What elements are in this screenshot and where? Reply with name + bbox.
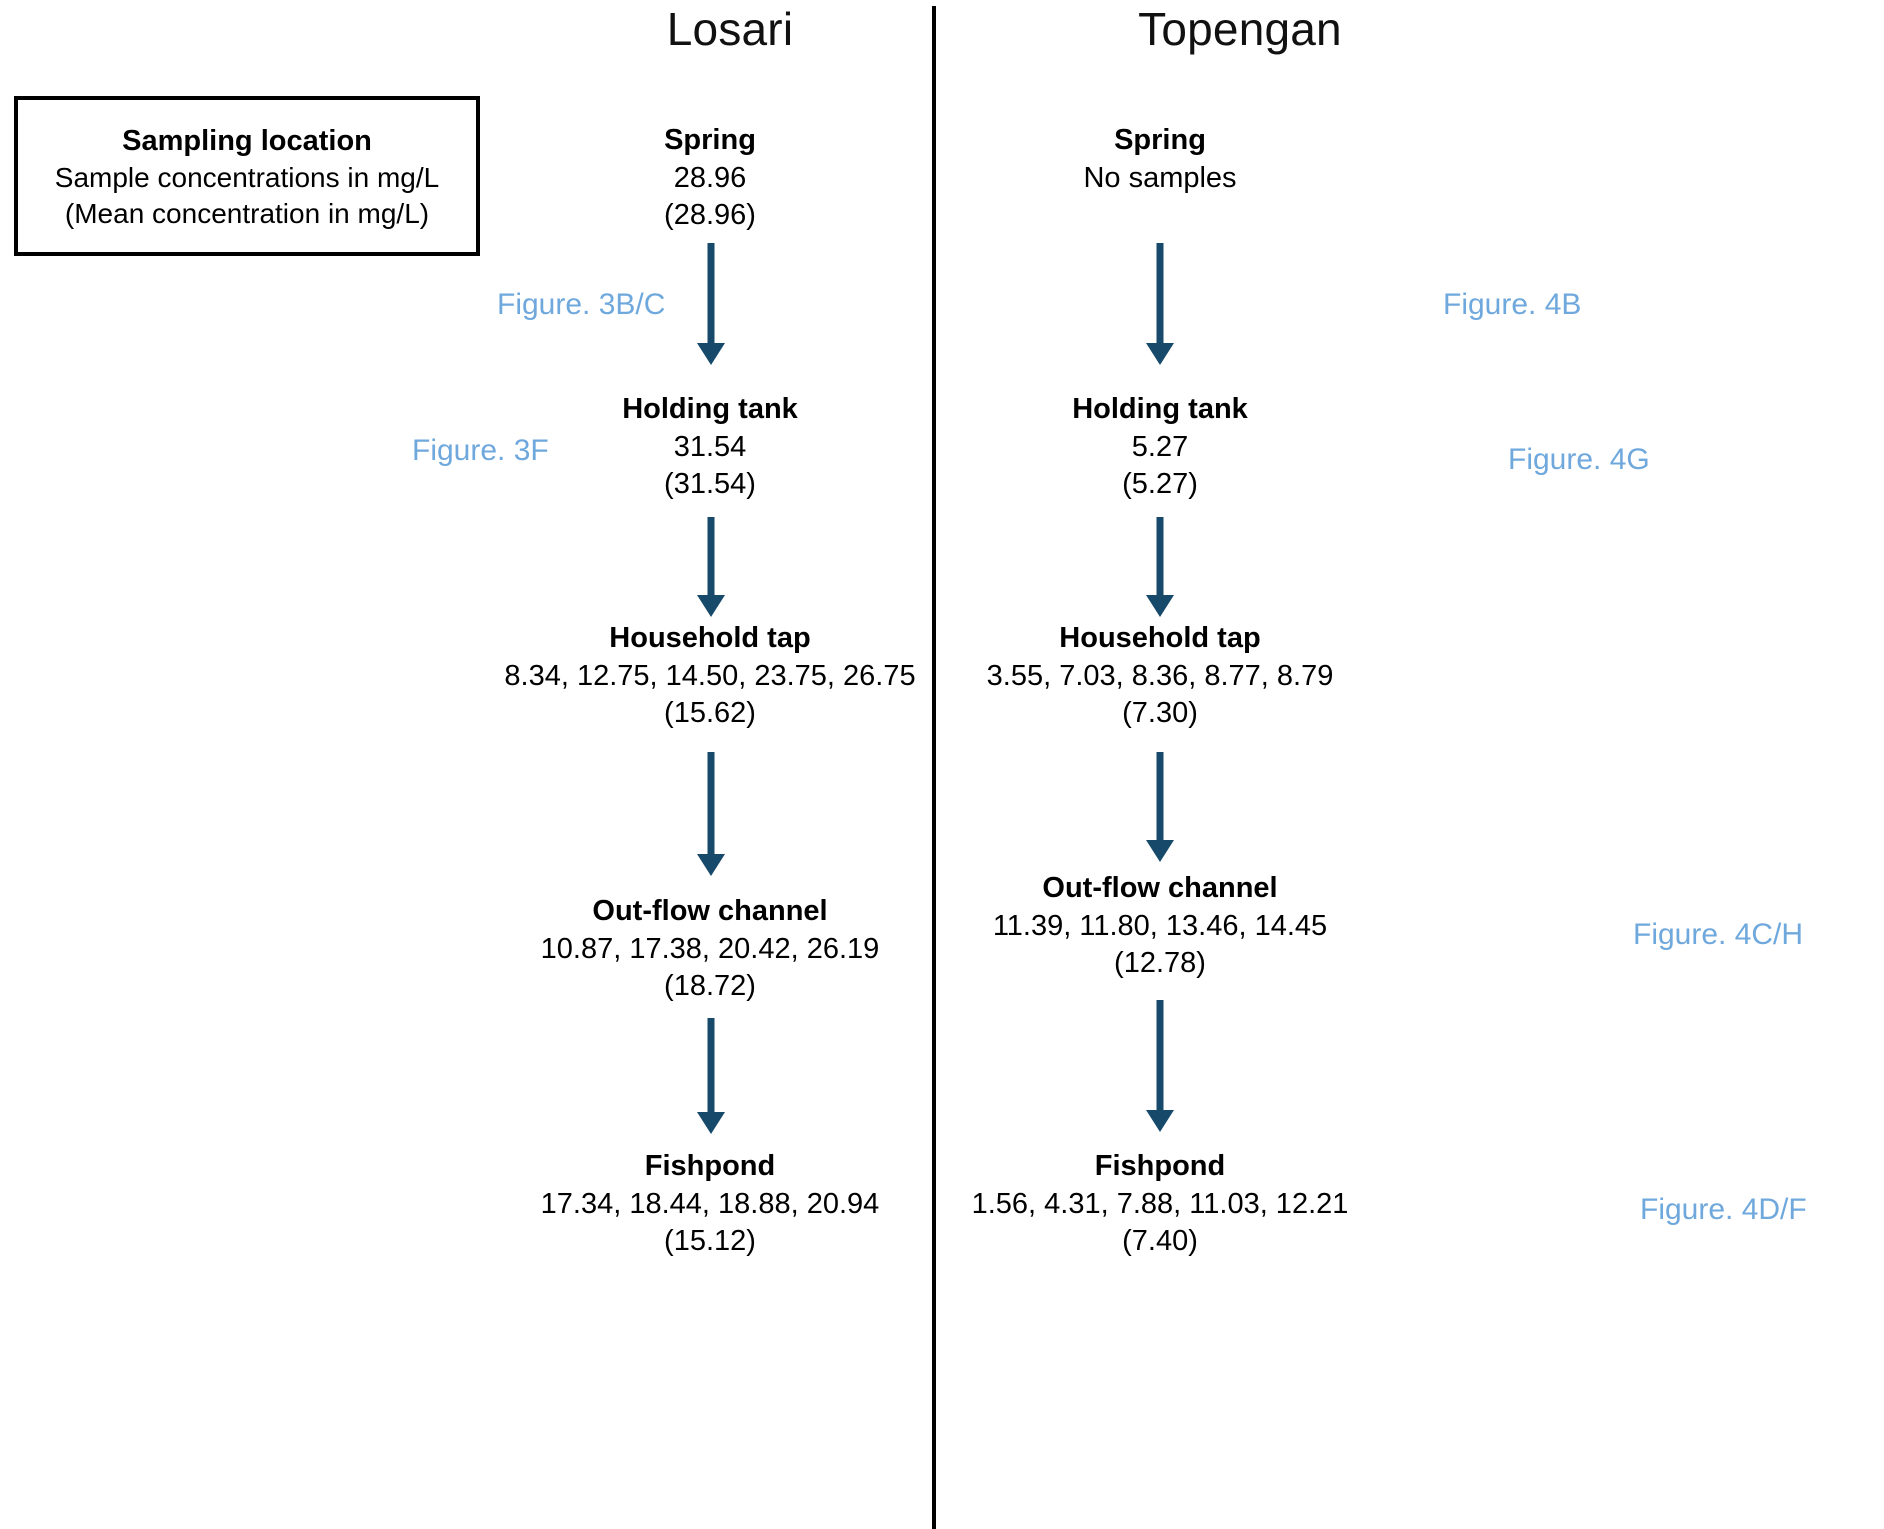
node-losari-spring: Spring 28.96 (28.96) [500,122,920,235]
figure-label-topengan-4ch: Figure. 4C/H [1633,918,1804,951]
node-mean: (18.72) [664,970,756,1003]
arrow-topengan-outflow-to-fishpond [1142,1000,1178,1132]
arrow-losari-holding-tank-to-household-tap [693,517,729,617]
node-title: Household tap [609,622,811,654]
node-title: Spring [1114,124,1206,156]
node-topengan-holding-tank: Holding tank 5.27 (5.27) [950,391,1370,504]
node-topengan-fishpond: Fishpond 1.56, 4.31, 7.88, 11.03, 12.21 … [925,1148,1395,1261]
figure-label-losari-3f: Figure. 3F [412,434,549,467]
arrow-topengan-household-tap-to-outflow [1142,752,1178,862]
column-header-losari: Losari [666,3,794,55]
node-title: Out-flow channel [1042,872,1278,904]
column-header-topengan: Topengan [1138,3,1342,55]
legend-box: Sampling location Sample concentrations … [14,96,480,256]
node-values: 31.54 [673,430,747,463]
node-losari-fishpond: Fishpond 17.34, 18.44, 18.88, 20.94 (15.… [440,1148,980,1261]
node-title: Household tap [1059,622,1261,654]
node-losari-holding-tank: Holding tank 31.54 (31.54) [500,391,920,504]
arrow-topengan-holding-tank-to-household-tap [1142,517,1178,617]
node-losari-household-tap: Household tap 8.34, 12.75, 14.50, 23.75,… [440,620,980,733]
figure-label-losari-3bc: Figure. 3B/C [497,288,666,321]
legend-line-2: Sample concentrations in mg/L [54,161,440,193]
node-title: Holding tank [622,393,798,425]
node-topengan-household-tap: Household tap 3.55, 7.03, 8.36, 8.77, 8.… [925,620,1395,733]
figure-label-topengan-4df: Figure. 4D/F [1640,1193,1807,1226]
node-mean: (5.27) [1122,468,1198,501]
arrow-losari-household-tap-to-outflow [693,752,729,876]
node-mean: (7.30) [1122,697,1198,730]
node-values: 8.34, 12.75, 14.50, 23.75, 26.75 [504,659,916,692]
arrow-topengan-spring-to-holding-tank [1142,243,1178,365]
node-topengan-outflow-channel: Out-flow channel 11.39, 11.80, 13.46, 14… [925,870,1395,983]
node-mean: (12.78) [1114,947,1206,980]
node-title: Out-flow channel [592,895,828,927]
node-title: Fishpond [1094,1150,1226,1182]
node-values: 1.56, 4.31, 7.88, 11.03, 12.21 [971,1187,1349,1220]
node-values: 5.27 [1131,430,1189,463]
arrow-losari-outflow-to-fishpond [693,1018,729,1134]
column-headers: Losari Topengan [0,0,1884,70]
node-values: No samples [1083,161,1237,194]
node-values: 3.55, 7.03, 8.36, 8.77, 8.79 [986,659,1334,692]
figure-label-topengan-4g: Figure. 4G [1508,443,1650,476]
node-title: Spring [664,124,756,156]
node-mean: (31.54) [664,468,756,501]
node-losari-outflow-channel: Out-flow channel 10.87, 17.38, 20.42, 26… [440,893,980,1006]
node-mean: (15.62) [664,697,756,730]
node-mean: (15.12) [664,1225,756,1258]
node-values: 11.39, 11.80, 13.46, 14.45 [992,909,1328,942]
column-divider [932,6,936,1529]
node-values: 10.87, 17.38, 20.42, 26.19 [540,932,880,965]
arrow-losari-spring-to-holding-tank [693,243,729,365]
node-title: Fishpond [644,1150,776,1182]
node-title: Holding tank [1072,393,1248,425]
node-topengan-spring: Spring No samples [950,122,1370,197]
node-mean: (28.96) [664,199,756,232]
node-values: 28.96 [673,161,747,194]
legend-line-3: (Mean concentration in mg/L) [64,197,430,229]
node-mean: (7.40) [1122,1225,1198,1258]
node-values: 17.34, 18.44, 18.88, 20.94 [540,1187,880,1220]
legend-title: Sampling location [122,124,372,157]
figure-label-topengan-4b: Figure. 4B [1443,288,1582,321]
